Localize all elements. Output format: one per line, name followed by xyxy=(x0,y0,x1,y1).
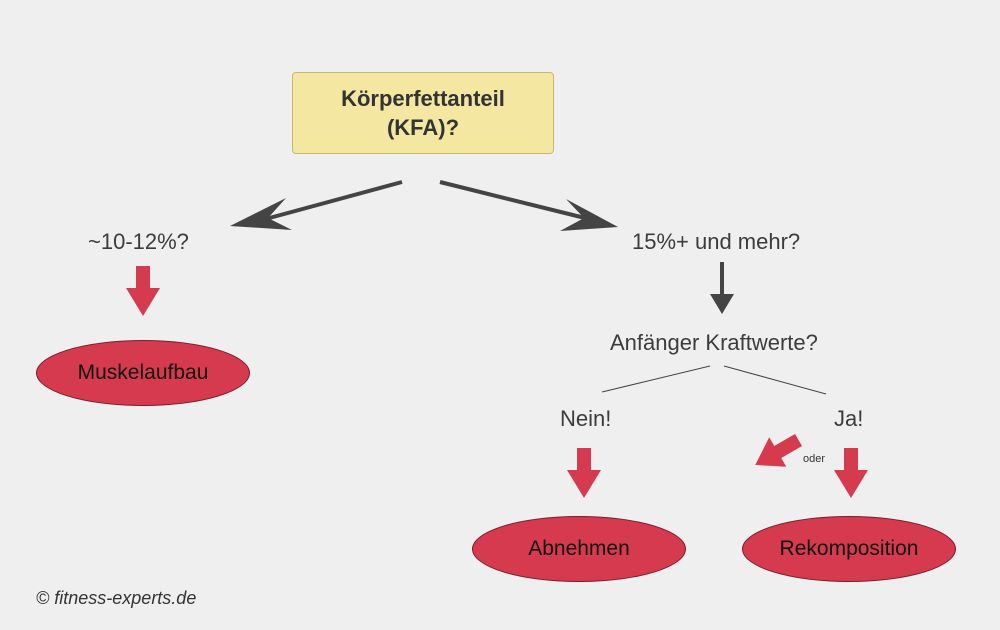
question-line-2: (KFA)? xyxy=(386,115,460,140)
result-yes-label: Rekomposition xyxy=(779,537,919,560)
result-left-label: Muskelaufbau xyxy=(77,361,209,384)
or-label: oder xyxy=(803,453,826,465)
red-arrow-no xyxy=(567,448,601,498)
branch-right-label: 15%+ und mehr? xyxy=(632,229,801,254)
sub-question-label: Anfänger Kraftwerte? xyxy=(610,330,818,355)
result-no-label: Abnehmen xyxy=(528,537,630,560)
branch-left-label: ~10-12%? xyxy=(88,229,189,254)
arrow-to-right-branch xyxy=(439,180,618,231)
red-arrow-left xyxy=(126,266,160,316)
copyright: © fitness-experts.de xyxy=(36,588,197,608)
answer-no-label: Nein! xyxy=(560,406,612,431)
result-oval-rekomposition: Rekomposition xyxy=(742,516,956,582)
split-line-yes xyxy=(723,365,827,395)
question-line-1: Körperfettanteil xyxy=(341,86,505,111)
split-line-no xyxy=(601,365,711,393)
red-arrow-yes xyxy=(834,448,868,498)
arrow-to-sub-question xyxy=(710,262,734,314)
question-box: Körperfettanteil (KFA)? xyxy=(292,72,554,154)
arrow-to-left-branch xyxy=(230,180,403,230)
red-arrow-or xyxy=(755,433,803,467)
answer-yes-label: Ja! xyxy=(834,406,864,431)
result-oval-muskelaufbau: Muskelaufbau xyxy=(36,340,250,406)
result-oval-abnehmen: Abnehmen xyxy=(472,516,686,582)
